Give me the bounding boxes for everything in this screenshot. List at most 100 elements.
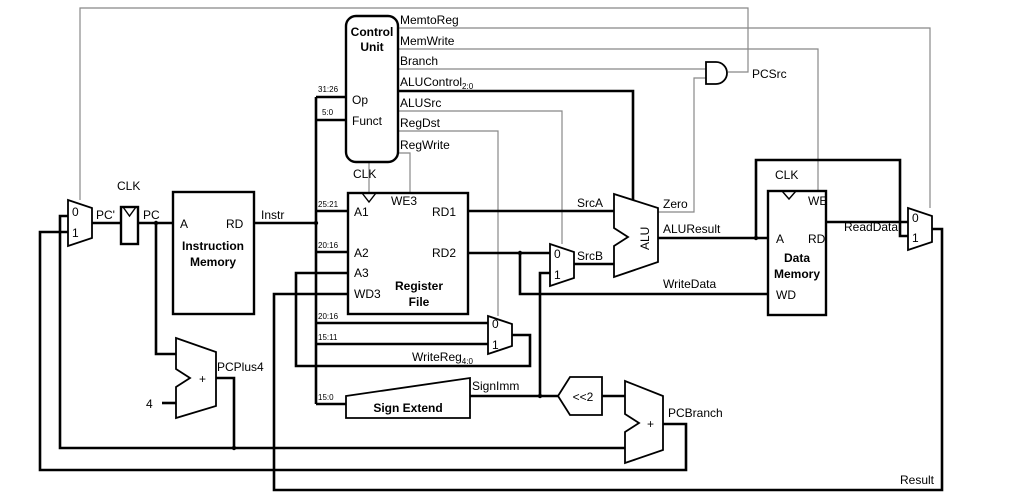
aluresult-label: ALUResult	[663, 222, 721, 236]
pcplus4-label: PCPlus4	[217, 360, 264, 374]
writereg-mux: 0 1 WriteReg4:0	[412, 314, 513, 366]
memwrite-label: MemWrite	[400, 34, 455, 48]
regfile-title-2: File	[409, 295, 430, 309]
regfile-title: Register	[395, 279, 443, 293]
writedata-label: WriteData	[663, 277, 716, 291]
alu-label: ALU	[638, 227, 652, 250]
dmem-clock-triangle	[781, 190, 797, 201]
pc-prime-label: PC'	[96, 208, 115, 222]
pc-clock-triangle	[122, 206, 137, 218]
result-mux-in0: 0	[912, 211, 919, 225]
sign-extend-shape	[345, 376, 471, 419]
regdst-label: RegDst	[400, 116, 441, 130]
bits-rd: 15:11	[318, 333, 338, 342]
pcbranch-label: PCBranch	[668, 406, 723, 420]
bits-a1: 25:21	[318, 200, 339, 209]
writereg-mux-shape	[487, 314, 513, 356]
junction-dot	[517, 250, 523, 256]
pc-clk-label: CLK	[117, 179, 140, 193]
writereg-mux-in1: 1	[492, 338, 499, 352]
pc-mux-in0: 0	[72, 205, 79, 219]
branch-adder: + PCBranch	[624, 379, 723, 465]
aluresult-bypass-wire	[754, 158, 908, 238]
srcb-mux-in0: 0	[554, 247, 561, 261]
instruction-memory: A RD Instruction Memory	[171, 190, 256, 316]
control-unit-title-2: Unit	[360, 40, 383, 54]
alu-shape	[613, 192, 659, 279]
control-signal-labels: MemtoReg MemWrite Branch ALUControl2:0 A…	[400, 13, 787, 152]
pc-label: PC	[143, 208, 160, 222]
shift-shape	[556, 376, 603, 416]
srcb-mux: 0 1	[549, 242, 575, 288]
op-port-label: Op	[352, 93, 368, 107]
srca-label: SrcA	[577, 196, 603, 210]
result-mux-shape	[907, 206, 933, 252]
writereg-wire	[294, 271, 532, 368]
pcsrc-label: PCSrc	[752, 67, 787, 81]
srcb-mux-in1: 1	[554, 268, 561, 282]
control-clk-label: CLK	[353, 167, 376, 181]
dmem-port-rd: RD	[808, 232, 826, 246]
control-unit-title: Control	[351, 25, 394, 39]
alusrc-label: ALUSrc	[400, 96, 441, 110]
regfile-clock-triangle	[361, 192, 377, 204]
dmem-port-wd: WD	[776, 288, 796, 302]
imem-title-2: Memory	[190, 255, 236, 269]
funct-port-label: Funct	[352, 114, 383, 128]
writereg-label: WriteReg4:0	[412, 350, 473, 366]
regwrite-wire	[398, 152, 411, 193]
and-gate	[705, 61, 728, 85]
regfile-rd2: RD2	[432, 246, 456, 260]
pc-mux: 0 1	[67, 198, 93, 248]
bits-funct: 5:0	[322, 108, 334, 117]
result-label: Result	[900, 473, 935, 487]
register-file-box	[346, 191, 470, 316]
imem-title: Instruction	[182, 239, 244, 253]
dmem-we: WE	[808, 194, 827, 208]
junction-dots	[153, 220, 759, 451]
dmem-title: Data	[784, 251, 810, 265]
bits-imm: 15:0	[318, 393, 334, 402]
imem-port-a: A	[180, 217, 188, 231]
instr-label: Instr	[261, 208, 284, 222]
bits-rt: 20:16	[318, 312, 339, 321]
pc-register: CLK PC	[117, 179, 160, 246]
dmem-port-a: A	[776, 232, 784, 246]
zero-label: Zero	[663, 197, 688, 211]
writereg-mux-in0: 0	[492, 317, 499, 331]
dmem-clk-label: CLK	[775, 168, 798, 182]
instruction-memory-box	[171, 190, 256, 316]
bit-field-labels: 31:26 5:0 25:21 20:16 20:16 15:11 15:0	[318, 85, 339, 402]
memtoreg-label: MemtoReg	[400, 13, 459, 27]
pcbranch-wire	[38, 230, 688, 472]
pc-adder: + 4 PCPlus4	[146, 336, 264, 420]
bits-a2: 20:16	[318, 241, 339, 250]
branch-adder-plus: +	[647, 417, 654, 431]
pc-mux-shape	[67, 198, 93, 248]
result-mux-in1: 1	[912, 231, 919, 245]
data-memory: CLK WE A RD Data Memory WD	[766, 168, 827, 317]
memtoreg-wire	[398, 27, 931, 208]
control-unit-box	[344, 14, 400, 164]
junction-dot	[313, 220, 319, 226]
junction-dot	[231, 445, 237, 451]
zero-wire	[658, 77, 706, 213]
junction-dot	[537, 393, 543, 399]
regdst-wire	[398, 130, 499, 316]
alucontrol-label: ALUControl2:0	[400, 75, 474, 91]
pc-register-box	[119, 205, 140, 246]
signimm-label: SignImm	[472, 379, 519, 393]
pc-adder-plus: +	[199, 372, 206, 386]
sign-extend: Sign Extend SignImm	[345, 376, 519, 419]
pcplus4-wire	[58, 214, 236, 450]
junction-dot	[753, 235, 759, 241]
memwrite-wire	[398, 48, 819, 191]
junction-dot	[153, 220, 159, 226]
wires	[38, 7, 944, 492]
alucontrol-wire	[398, 89, 635, 204]
branch-label: Branch	[400, 54, 438, 68]
shift-left-2: <<2	[556, 376, 603, 416]
sign-extend-label: Sign Extend	[373, 401, 442, 415]
signimm-to-mux	[538, 271, 550, 396]
